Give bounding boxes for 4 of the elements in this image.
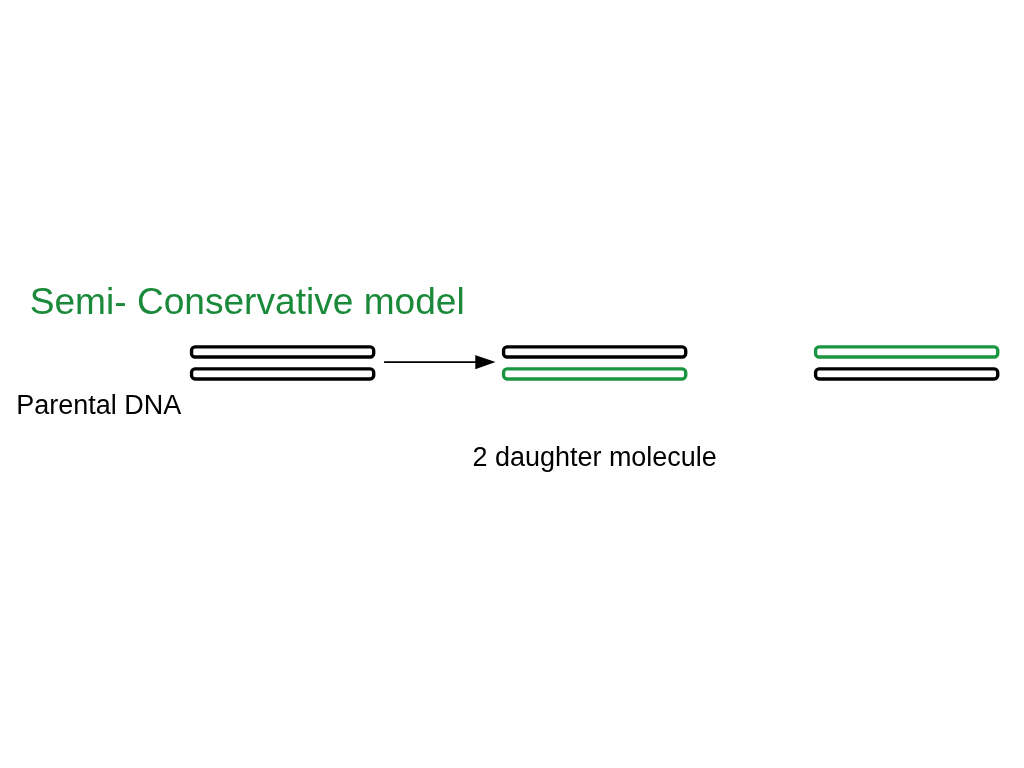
arrow — [383, 354, 496, 370]
diagram-title: Semi- Conservative model — [29, 280, 465, 323]
node-label: Parental DNA — [16, 390, 182, 421]
label: 2 daughter molecule — [472, 442, 717, 473]
